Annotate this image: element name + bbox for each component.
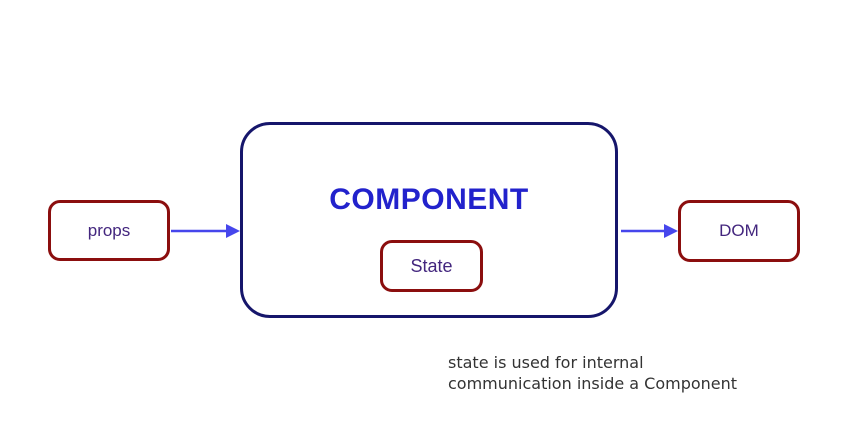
- state-label: State: [410, 255, 453, 276]
- dom-label: DOM: [719, 221, 759, 240]
- component-title: COMPONENT: [329, 183, 529, 216]
- props-box: props: [48, 200, 170, 261]
- arrow-props-to-component-icon: [171, 224, 240, 238]
- caption-line-1: state is used for internal: [448, 353, 644, 372]
- arrow-component-to-dom-icon: [621, 224, 678, 238]
- caption: state is used for internal communication…: [448, 352, 737, 394]
- props-label: props: [87, 220, 131, 240]
- state-box: State: [380, 240, 483, 292]
- component-box: COMPONENT State: [240, 122, 618, 318]
- caption-line-2: communication inside a Component: [448, 374, 738, 393]
- dom-box: DOM: [678, 200, 800, 262]
